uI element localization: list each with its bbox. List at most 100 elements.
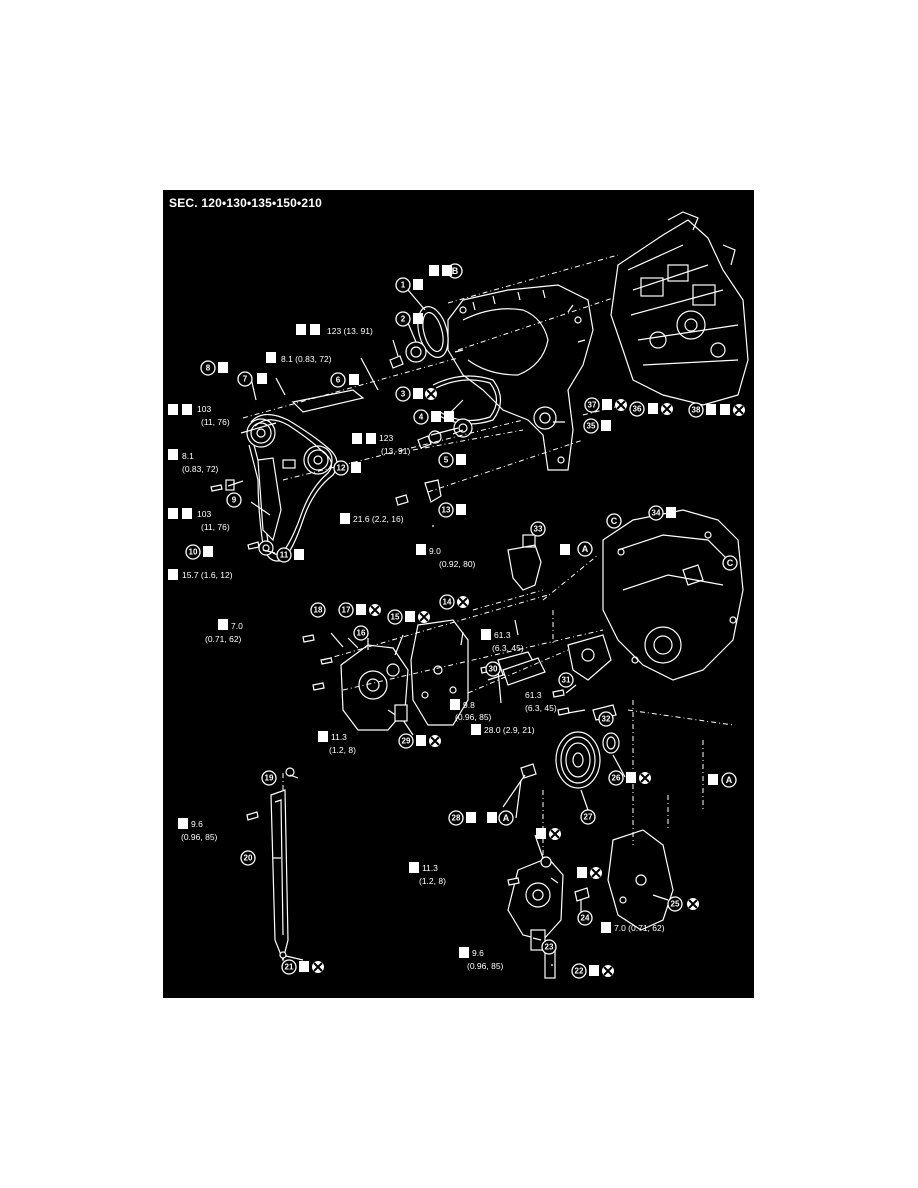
svg-text:14: 14 [443,598,452,607]
callout-18: 18 [310,602,326,618]
ref-letter-c-2: C [722,555,738,571]
torque-label: 103 [197,509,211,519]
callout-36: 36 [629,401,645,417]
callout-33: 33 [530,521,546,537]
svg-text:2: 2 [401,315,406,324]
torque-label: 123 [379,433,393,443]
svg-text:20: 20 [244,854,253,863]
ref-letter-c-1: C [606,513,622,529]
torque-label: 7.0 [231,621,243,631]
svg-text:26: 26 [612,774,621,783]
callout-29: 29 [398,733,414,749]
svg-text:32: 32 [602,715,611,724]
rubber-gasket-strip-drawing [246,767,295,962]
svg-text:27: 27 [584,813,593,822]
ref-letter-a-1: A [577,541,593,557]
ref-letter-a-3: A [498,810,514,826]
callout-25: 25 [667,896,683,912]
torque-label: 9.6 [472,948,484,958]
callout-8: 8 [200,360,216,376]
svg-text:A: A [582,544,589,554]
callout-5: 5 [438,452,454,468]
svg-text:7: 7 [243,375,248,384]
svg-text:29: 29 [402,737,411,746]
callout-13: 13 [438,502,454,518]
callout-4: 4 [413,409,429,425]
callout-31: 31 [558,672,574,688]
callout-1: 1 [395,277,411,293]
svg-text:6: 6 [336,376,341,385]
torque-label: 9.0 [429,546,441,556]
torque-label: 28.0 (2.9, 21) [484,725,535,735]
svg-text:12: 12 [337,464,346,473]
callout-16: 16 [353,625,369,641]
parts-diagram: SEC. 120•130•135•150•210 [163,190,754,998]
crank-seal-drawing [258,540,274,556]
svg-text:A: A [726,775,733,785]
timing-chain-left-drawing [225,413,338,562]
torque-label: (13, 91) [381,446,410,456]
torque-label: (1.2, 8) [419,876,446,886]
svg-text:24: 24 [581,914,590,923]
callout-38: 38 [688,402,704,418]
callout-10: 10 [185,544,201,560]
torque-label: 15.7 (1.6, 12) [182,570,233,580]
svg-text:1: 1 [401,281,406,290]
svg-text:C: C [727,558,734,568]
ref-letter-a-2: A [721,772,737,788]
callout-24: 24 [577,910,593,926]
svg-text:B: B [452,266,459,276]
callout-19: 19 [261,770,277,786]
callout-3: 3 [395,386,411,402]
svg-text:A: A [503,813,510,823]
torque-label: 123 (13. 91) [327,326,373,336]
svg-text:C: C [611,516,618,526]
svg-text:36: 36 [633,405,642,414]
svg-text:18: 18 [314,606,323,615]
svg-text:28: 28 [452,814,461,823]
svg-text:38: 38 [692,406,701,415]
svg-text:13: 13 [442,506,451,515]
svg-text:31: 31 [562,676,571,685]
callout-7: 7 [237,371,253,387]
callout-21: 21 [281,959,297,975]
torque-label: (1.2, 8) [329,745,356,755]
torque-label: (0.83, 72) [182,464,219,474]
svg-text:15: 15 [391,613,400,622]
callout-12: 12 [333,460,349,476]
crankshaft-pulley-drawing [555,731,601,789]
svg-text:30: 30 [489,665,498,674]
section-title: SEC. 120•130•135•150•210 [169,196,323,210]
torque-label: 8.1 [182,451,194,461]
svg-text:25: 25 [671,900,680,909]
torque-label: (11, 76) [201,417,230,427]
svg-text:21: 21 [285,963,294,972]
svg-text:9: 9 [232,496,237,505]
upper-timing-chain-case-drawing [447,284,594,471]
torque-label: (0.92, 80) [439,559,476,569]
engine-block-drawing [610,211,749,406]
svg-text:10: 10 [189,548,198,557]
callout-28: 28 [448,810,464,826]
callout-23: 23 [541,939,557,955]
torque-label: 61.3 [525,690,542,700]
torque-label: 21.6 (2.2, 16) [353,514,404,524]
symbol-icons [168,265,745,977]
water-inlet-drawing [507,544,542,591]
callout-20: 20 [240,850,256,866]
torque-label: 11.3 [422,863,438,873]
callout-17: 17 [338,602,354,618]
svg-text:35: 35 [587,422,596,431]
torque-label: 9.8 [463,700,475,710]
callout-14: 14 [439,594,455,610]
callout-15: 15 [387,609,403,625]
torque-label: 8.1 (0.83, 72) [281,354,332,364]
torque-label: 61.3 [494,630,511,640]
svg-text:5: 5 [444,456,449,465]
svg-text:8: 8 [206,364,211,373]
svg-text:11: 11 [280,551,289,560]
torque-label: 103 [197,404,211,414]
svg-text:3: 3 [401,390,406,399]
torque-label: (6.3, 45) [492,643,524,653]
callout-6: 6 [330,372,346,388]
